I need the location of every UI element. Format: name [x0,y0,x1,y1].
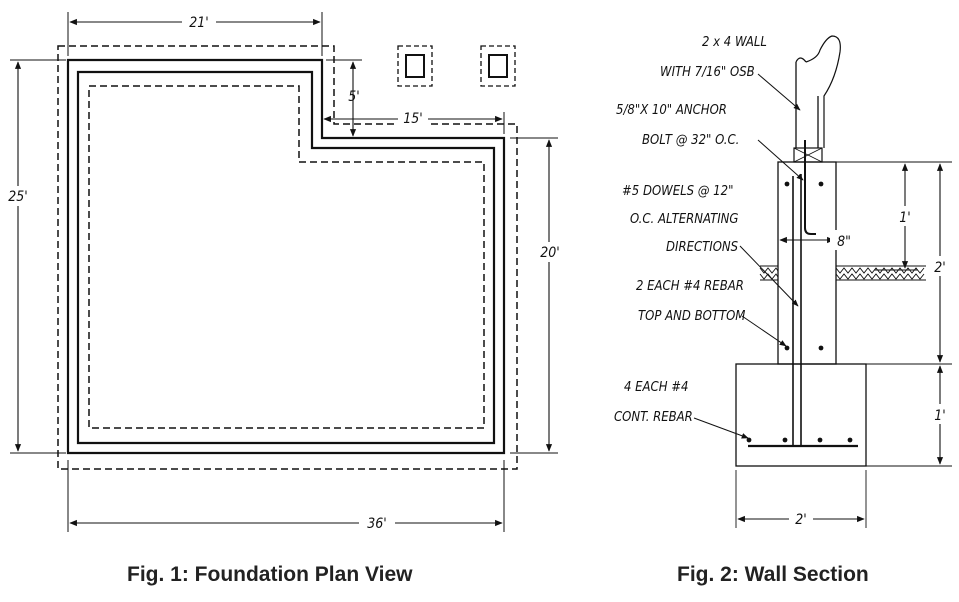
dim-label-right: 20' [540,245,559,261]
callout-wall-line1: 2 x 4 WALL [702,35,767,50]
callout-anchor-line1: 5/8"X 10" ANCHOR [616,103,727,118]
leader-cont-rebar [693,417,749,439]
callout-rebar-line1: 2 EACH #4 REBAR [636,279,744,294]
pier-footing-left [397,45,433,87]
foundation-plan [10,12,558,532]
callout-rebar-line2: TOP AND BOTTOM [638,309,745,324]
callout-dowels-line3: DIRECTIONS [666,240,739,255]
callout-wall-line2: WITH 7/16" OSB [660,65,755,80]
callout-anchor-line2: BOLT @ 32" O.C. [642,133,739,148]
leader-dowels [739,245,799,307]
callout-dowels-line1: #5 DOWELS @ 12" [622,184,733,199]
dim-label-top: 21' [189,15,208,31]
wall-outline-outer [66,58,506,455]
dim-label-wall-height: 2' [934,260,945,276]
anchor-bolt [804,140,816,235]
pier-footing-right [480,45,516,87]
callout-dowels-line2: O.C. ALTERNATING [630,212,738,227]
rebar-dots [746,181,853,443]
leader-wall [757,73,801,111]
dim-label-bottom: 36' [367,516,386,532]
dowel-bar-left [780,176,794,447]
dim-label-wall-width: 8" [837,234,851,250]
osb-sheathing [805,35,841,148]
callout-cont-line2: CONT. REBAR [614,410,693,425]
wall-break [795,57,807,63]
wall-outline-inner [76,70,496,445]
dowel-bar-right [800,174,858,447]
footing-outline-outer [57,45,518,470]
dim-label-above-grade: 1' [899,210,910,226]
dim-label-footing-width: 2' [795,512,806,528]
footing-outline-inner [88,85,485,429]
figure-1-caption: Fig. 1: Foundation Plan View [127,563,413,586]
grade-left [759,265,779,281]
grade-right [835,265,926,281]
leader-anchor [757,139,804,181]
stem-wall [777,161,837,365]
dim-label-notch-height: 5' [348,89,359,105]
dim-label-left: 25' [8,189,27,205]
leader-rebar [741,315,787,347]
dim-label-notch-width: 15' [403,111,422,127]
callout-cont-line1: 4 EACH #4 [624,380,688,395]
wall-section [693,35,952,528]
dim-label-footing-height: 1' [934,408,945,424]
figure-2-caption: Fig. 2: Wall Section [677,563,869,586]
